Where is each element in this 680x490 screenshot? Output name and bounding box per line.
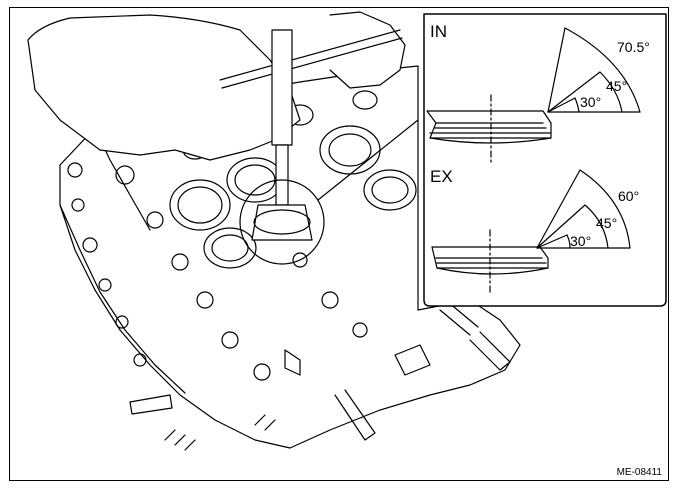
intake-angle-outer: 70.5° (617, 39, 650, 55)
diagram-code: ME-08411 (617, 467, 663, 478)
intake-angle-middle: 45° (606, 78, 627, 94)
intake-seat-section (426, 27, 641, 163)
intake-angle-inner: 30° (580, 94, 601, 110)
exhaust-label: EX (430, 167, 453, 186)
exhaust-angle-inner: 30° (570, 233, 591, 249)
hand-and-cutter-tool (27, 11, 406, 241)
detail-callout (239, 119, 419, 265)
exhaust-seat-section (431, 169, 631, 293)
exhaust-angle-middle: 45° (596, 215, 617, 231)
valve-seat-detail-box (423, 13, 667, 307)
intake-label: IN (430, 22, 447, 41)
exhaust-angle-outer: 60° (618, 188, 639, 204)
cylinder-head (59, 65, 521, 451)
